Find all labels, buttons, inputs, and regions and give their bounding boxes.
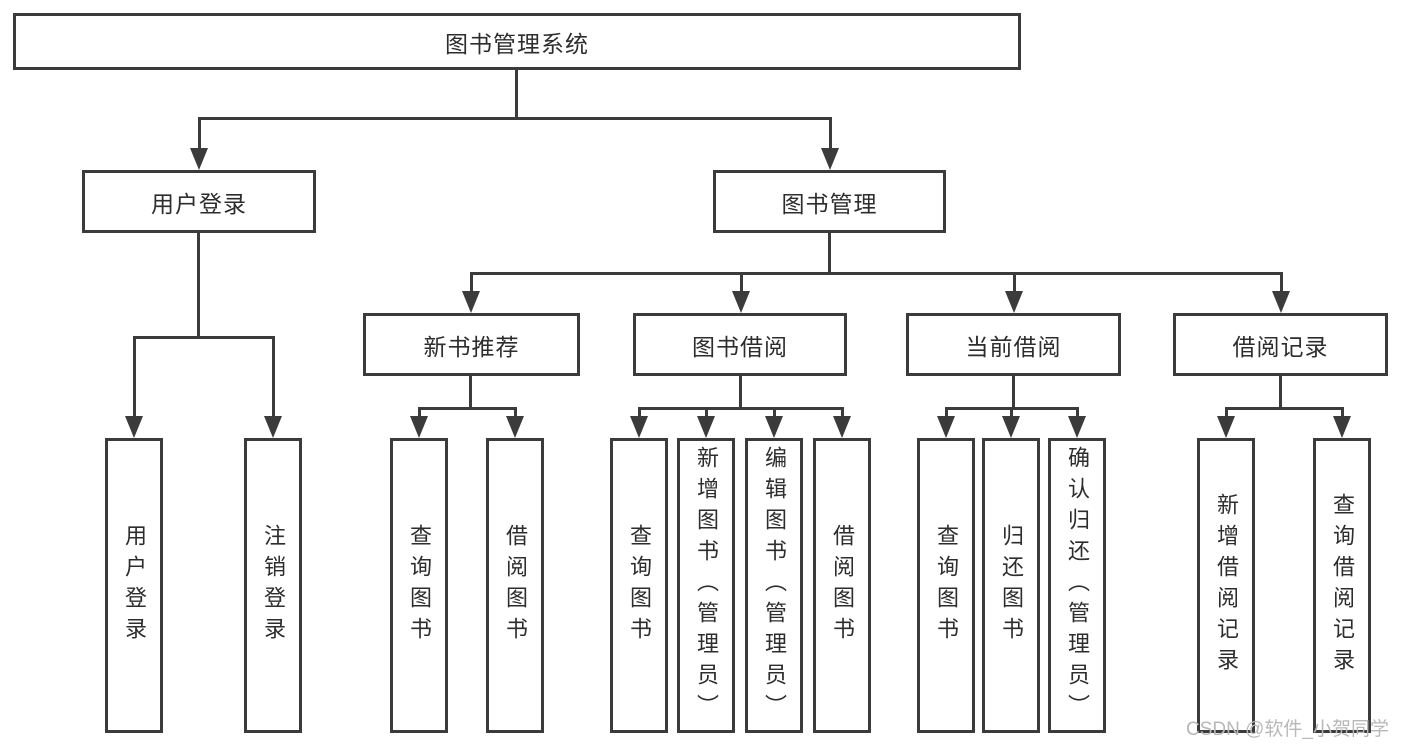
- leaf-label: 借阅图书: [503, 523, 528, 648]
- arrow-connector: [190, 117, 208, 170]
- connector-hline: [1226, 407, 1342, 410]
- arrow-connector: [732, 272, 750, 313]
- node-new-book-recommendation: 新书推荐: [363, 313, 580, 376]
- arrow-connector: [1068, 407, 1086, 438]
- connector-vline: [739, 376, 742, 410]
- arrow-stem: [271, 336, 275, 426]
- arrow-down-icon: [1002, 416, 1020, 438]
- leaf-query-borrowing-record: 查询借阅记录: [1313, 438, 1371, 733]
- leaf-label: 确认归还（管理员）: [1065, 446, 1090, 725]
- leaf-query-books-recommend: 查询图书: [390, 438, 448, 733]
- arrow-down-icon: [410, 416, 428, 438]
- connector-hline: [471, 272, 1281, 275]
- node-library-management-system: 图书管理系统: [13, 13, 1021, 70]
- arrow-connector: [410, 407, 428, 438]
- arrow-connector: [765, 407, 783, 438]
- arrow-connector: [264, 336, 282, 438]
- leaf-borrow-books-recommend: 借阅图书: [486, 438, 544, 733]
- leaf-label: 新增图书（管理员）: [694, 446, 719, 725]
- arrow-connector: [1002, 407, 1020, 438]
- connector-hline: [134, 336, 273, 339]
- leaf-edit-books-admin: 编辑图书（管理员）: [745, 438, 803, 733]
- leaf-label: 查询图书: [934, 523, 959, 648]
- arrow-stem: [132, 336, 136, 426]
- arrow-stem: [1279, 272, 1283, 301]
- arrow-down-icon: [264, 416, 282, 438]
- arrow-down-icon: [630, 416, 648, 438]
- arrow-down-icon: [1272, 291, 1290, 313]
- leaf-label: 查询图书: [627, 523, 652, 648]
- arrow-connector: [630, 407, 648, 438]
- leaf-query-books-borrowing: 查询图书: [610, 438, 668, 733]
- leaf-query-books-current: 查询图书: [917, 438, 975, 733]
- leaf-label: 借阅图书: [830, 523, 855, 648]
- arrow-down-icon: [732, 291, 750, 313]
- arrow-connector: [1217, 407, 1235, 438]
- leaf-label: 查询借阅记录: [1330, 492, 1355, 679]
- arrow-down-icon: [833, 416, 851, 438]
- leaf-label: 用户登录: [122, 523, 147, 648]
- arrow-stem: [469, 272, 473, 301]
- connector-vline: [1012, 376, 1015, 410]
- connector-hline: [198, 117, 831, 120]
- leaf-return-books: 归还图书: [982, 438, 1040, 733]
- arrow-connector: [697, 407, 715, 438]
- arrow-connector: [462, 272, 480, 313]
- arrow-stem: [1012, 272, 1016, 301]
- arrow-down-icon: [506, 416, 524, 438]
- connector-vline: [828, 233, 831, 275]
- arrow-stem: [197, 117, 201, 158]
- arrow-connector: [125, 336, 143, 438]
- arrow-connector: [1005, 272, 1023, 313]
- leaf-add-borrowing-record: 新增借阅记录: [1197, 438, 1255, 733]
- leaf-label: 归还图书: [999, 523, 1024, 648]
- arrow-down-icon: [190, 148, 208, 170]
- arrow-connector: [506, 407, 524, 438]
- arrow-connector: [833, 407, 851, 438]
- arrow-connector: [821, 117, 839, 170]
- node-current-borrowing: 当前借阅: [906, 313, 1121, 376]
- arrow-connector: [1333, 407, 1351, 438]
- arrow-down-icon: [697, 416, 715, 438]
- leaf-borrow-books: 借阅图书: [813, 438, 871, 733]
- leaf-label: 新增借阅记录: [1214, 492, 1239, 679]
- arrow-connector: [1272, 272, 1290, 313]
- leaf-confirm-return-admin: 确认归还（管理员）: [1048, 438, 1106, 733]
- leaf-label: 注销登录: [261, 523, 286, 648]
- arrow-stem: [828, 117, 832, 158]
- leaf-label: 查询图书: [407, 523, 432, 648]
- leaf-logout: 注销登录: [244, 438, 302, 733]
- arrow-down-icon: [1333, 416, 1351, 438]
- node-book-management: 图书管理: [713, 170, 946, 233]
- leaf-add-books-admin: 新增图书（管理员）: [677, 438, 735, 733]
- connector-vline: [469, 376, 472, 410]
- arrow-connector: [937, 407, 955, 438]
- arrow-down-icon: [765, 416, 783, 438]
- connector-vline: [197, 233, 200, 339]
- csdn-watermark: CSDN @软件_小贺同学: [1186, 719, 1389, 740]
- arrow-down-icon: [821, 148, 839, 170]
- connector-vline: [1279, 376, 1282, 410]
- connector-hline: [639, 407, 842, 410]
- node-borrowing-records: 借阅记录: [1173, 313, 1388, 376]
- node-book-borrowing: 图书借阅: [633, 313, 847, 376]
- node-user-login: 用户登录: [82, 170, 316, 233]
- arrow-stem: [739, 272, 743, 301]
- arrow-down-icon: [937, 416, 955, 438]
- arrow-down-icon: [125, 416, 143, 438]
- leaf-user-login: 用户登录: [105, 438, 163, 733]
- connector-hline: [419, 407, 515, 410]
- arrow-down-icon: [462, 291, 480, 313]
- arrow-down-icon: [1005, 291, 1023, 313]
- connector-vline: [515, 70, 518, 120]
- arrow-down-icon: [1068, 416, 1086, 438]
- leaf-label: 编辑图书（管理员）: [762, 446, 787, 725]
- arrow-down-icon: [1217, 416, 1235, 438]
